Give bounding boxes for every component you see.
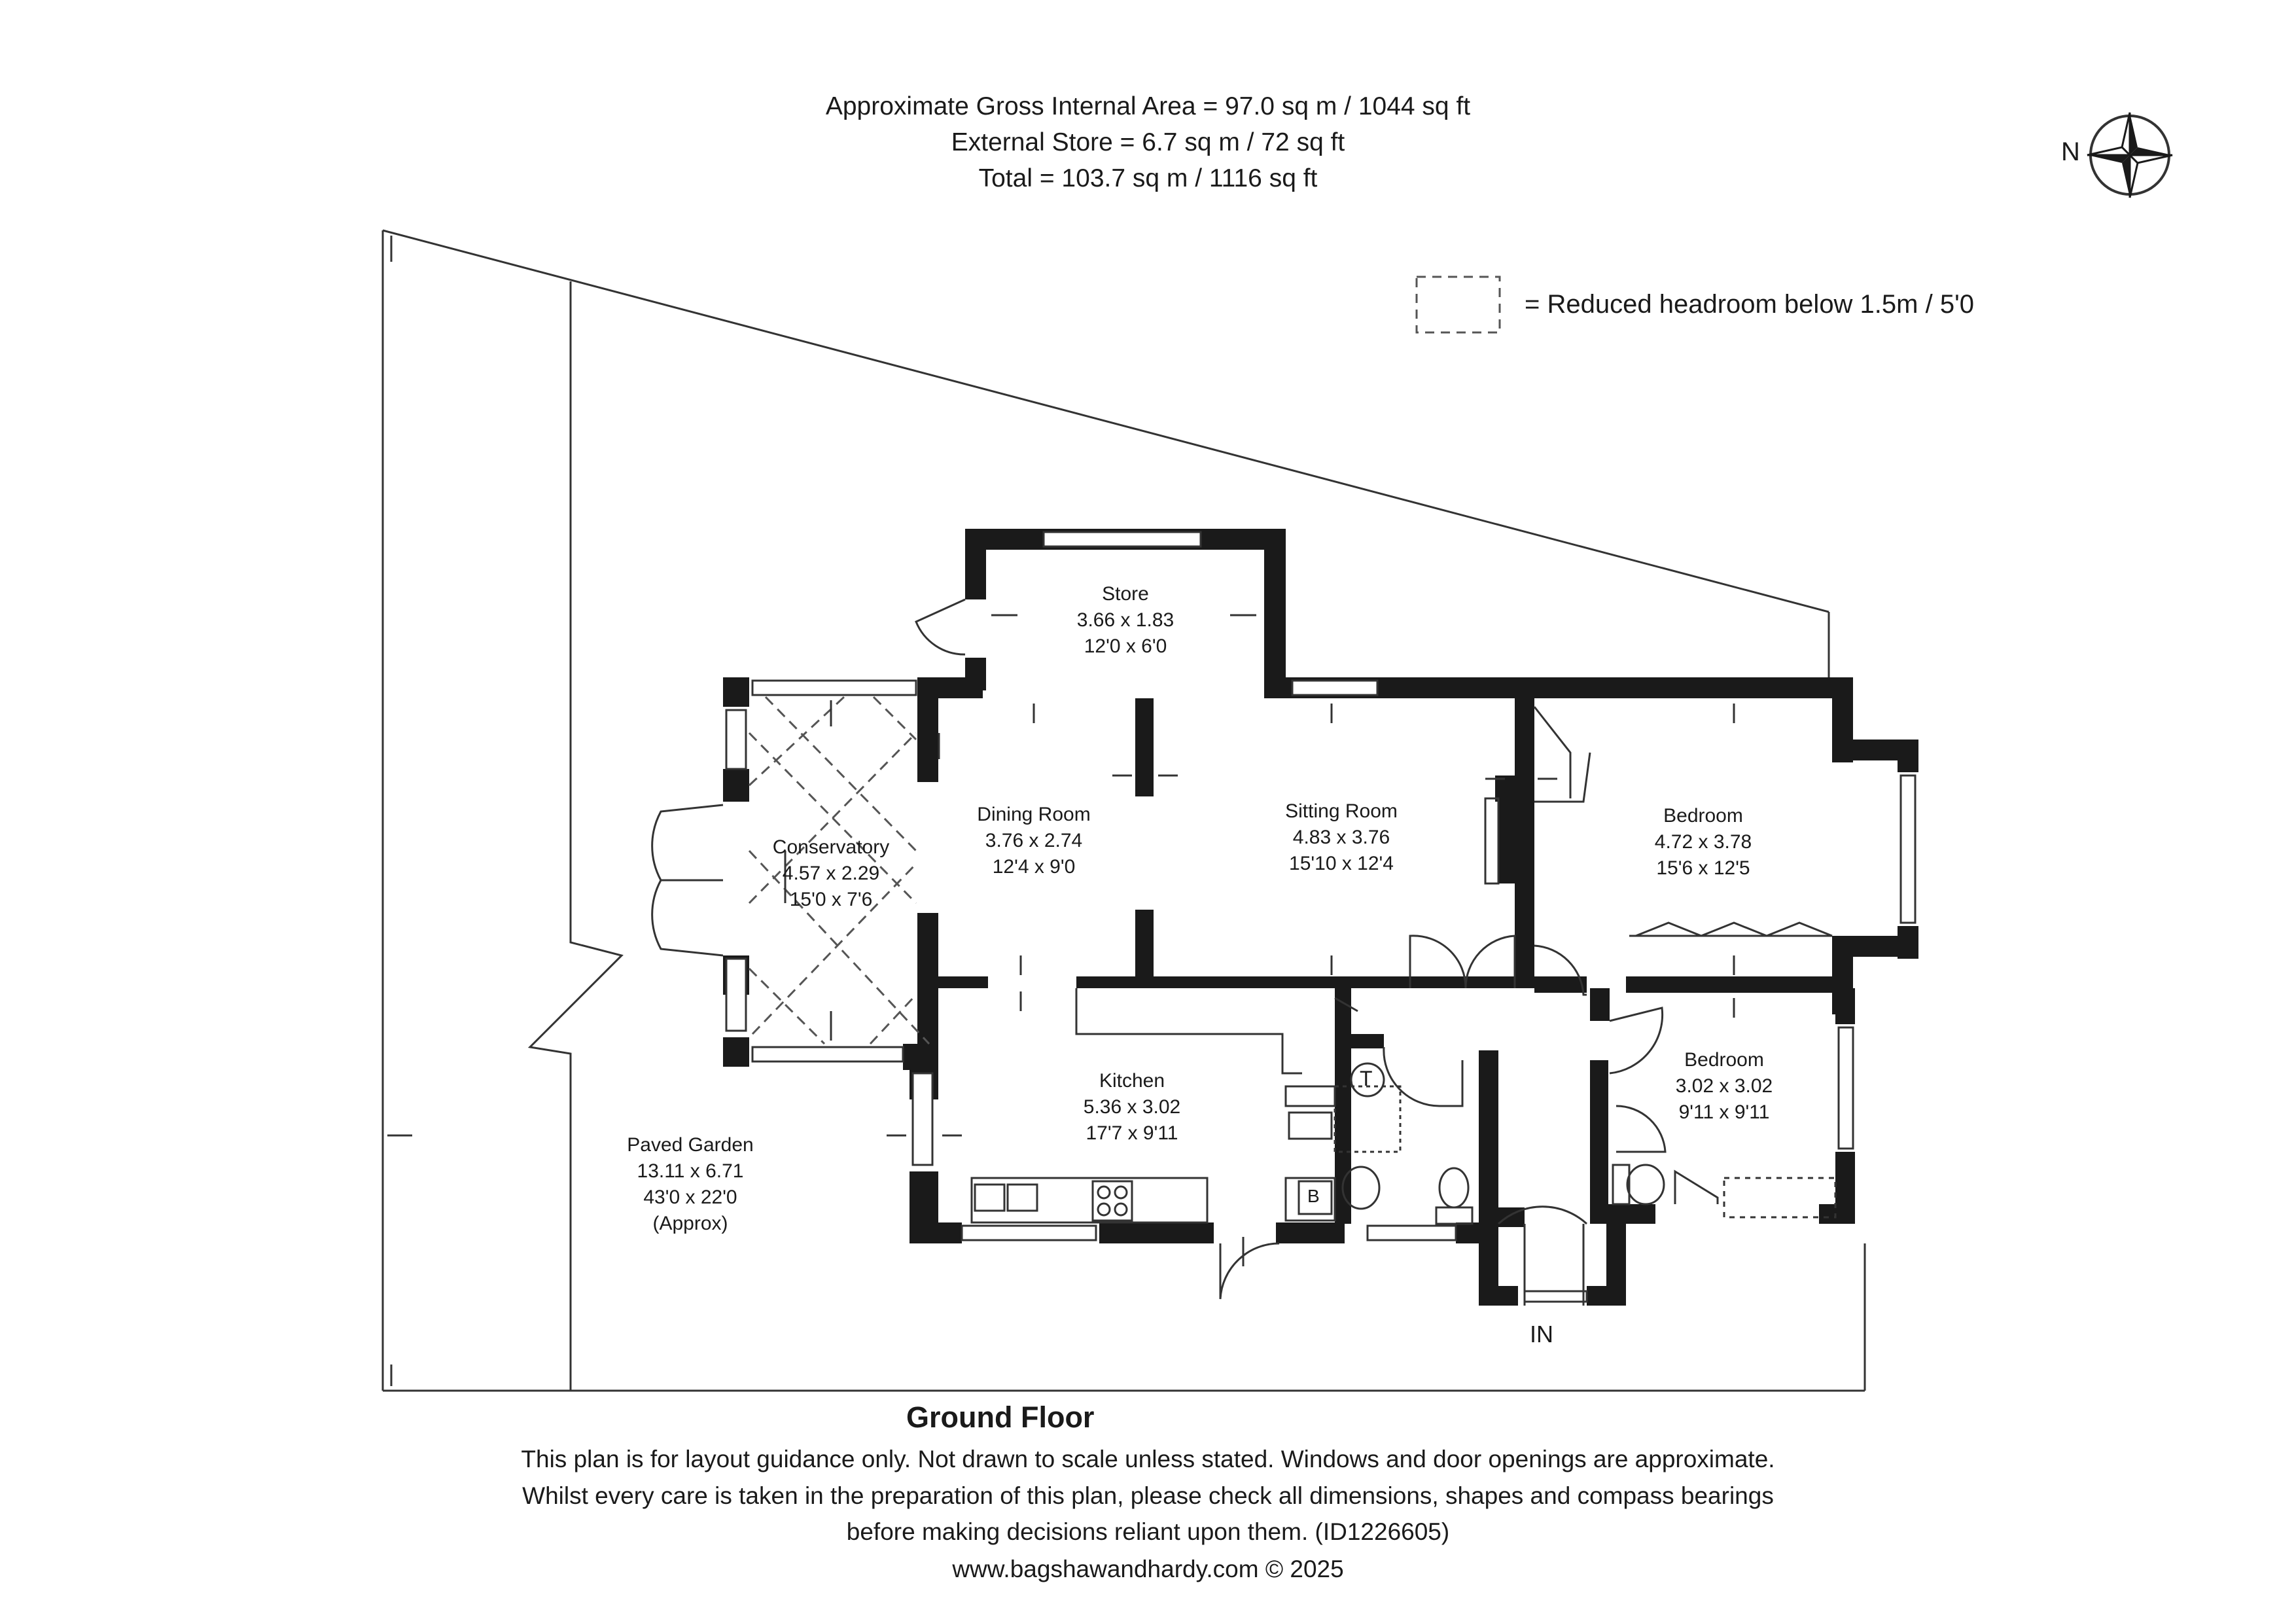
room-kitchen: Kitchen 5.36 x 3.02 17'7 x 9'11 <box>995 1068 1269 1147</box>
room-name: Conservatory <box>772 836 890 858</box>
room-name: Dining Room <box>977 804 1091 825</box>
room-imperial: 17'7 x 9'11 <box>1086 1122 1178 1144</box>
gross-internal-area: Approximate Gross Internal Area = 97.0 s… <box>825 92 1471 120</box>
room-metric: 13.11 x 6.71 <box>637 1160 744 1182</box>
room-name: Store <box>1102 583 1149 605</box>
room-conservatory: Conservatory 4.57 x 2.29 15'0 x 7'6 <box>694 834 968 913</box>
site-boundary <box>381 229 1866 1392</box>
website-copyright[interactable]: www.bagshawandhardy.com © 2025 <box>952 1556 1344 1582</box>
bathroom-fixtures <box>1333 1062 1837 1225</box>
garden-dimension-arrows <box>387 236 412 1386</box>
room-imperial: 43'0 x 22'0 <box>643 1186 737 1208</box>
doors <box>651 598 1833 1306</box>
room-metric: 4.72 x 3.78 <box>1654 831 1752 853</box>
walls <box>723 529 1918 1306</box>
room-note: (Approx) <box>652 1213 728 1234</box>
compass-rose-icon <box>2087 112 2173 198</box>
total-area: Total = 103.7 sq m / 1116 sq ft <box>978 164 1318 192</box>
kitchen-units <box>970 988 1336 1224</box>
room-metric: 5.36 x 3.02 <box>1083 1096 1181 1118</box>
conservatory-reduced-headroom <box>748 696 930 1045</box>
room-name: Paved Garden <box>627 1134 754 1156</box>
boiler-box <box>1298 1180 1333 1215</box>
fireplace <box>1484 797 1500 885</box>
external-store-area: External Store = 6.7 sq m / 72 sq ft <box>951 128 1345 156</box>
room-metric: 3.02 x 3.02 <box>1675 1075 1773 1097</box>
room-imperial: 9'11 x 9'11 <box>1678 1101 1770 1123</box>
disclaimer-line-1: This plan is for layout guidance only. N… <box>521 1446 1775 1472</box>
room-metric: 4.83 x 3.76 <box>1292 827 1390 848</box>
room-metric: 3.76 x 2.74 <box>985 830 1083 851</box>
legend-text: = Reduced headroom below 1.5m / 5'0 <box>1525 290 1974 319</box>
room-name: Sitting Room <box>1285 800 1398 822</box>
room-store: Store 3.66 x 1.83 12'0 x 6'0 <box>988 581 1263 660</box>
room-bedroom-1: Bedroom 4.72 x 3.78 15'6 x 12'5 <box>1566 803 1841 882</box>
room-name: Bedroom <box>1684 1049 1764 1071</box>
room-metric: 4.57 x 2.29 <box>782 863 880 884</box>
boiler-label: B <box>1307 1186 1320 1206</box>
room-name: Kitchen <box>1099 1070 1165 1092</box>
floor-title: Ground Floor <box>906 1400 1095 1434</box>
dimension-arrows <box>784 614 1735 1266</box>
room-imperial: 12'0 x 6'0 <box>1084 635 1167 657</box>
room-imperial: 12'4 x 9'0 <box>992 856 1076 878</box>
compass-north-label: N <box>2061 137 2080 166</box>
windows <box>725 531 1916 1303</box>
room-imperial: 15'0 x 7'6 <box>789 889 873 910</box>
legend-dashed-box <box>1415 276 1501 334</box>
entrance-label: IN <box>1530 1321 1553 1347</box>
room-sitting: Sitting Room 4.83 x 3.76 15'10 x 12'4 <box>1204 798 1479 877</box>
disclaimer-line-2: Whilst every care is taken in the prepar… <box>522 1482 1774 1509</box>
disclaimer-line-3: before making decisions reliant upon the… <box>846 1518 1450 1545</box>
room-imperial: 15'6 x 12'5 <box>1656 857 1750 879</box>
room-metric: 3.66 x 1.83 <box>1076 609 1174 631</box>
room-dining: Dining Room 3.76 x 2.74 12'4 x 9'0 <box>896 802 1171 880</box>
room-imperial: 15'10 x 12'4 <box>1289 853 1394 874</box>
room-name: Bedroom <box>1663 805 1743 827</box>
room-bedroom-2: Bedroom 3.02 x 3.02 9'11 x 9'11 <box>1587 1047 1862 1126</box>
tank-label: T <box>1360 1067 1373 1090</box>
room-paved-garden: Paved Garden 13.11 x 6.71 43'0 x 22'0 (A… <box>553 1132 828 1237</box>
